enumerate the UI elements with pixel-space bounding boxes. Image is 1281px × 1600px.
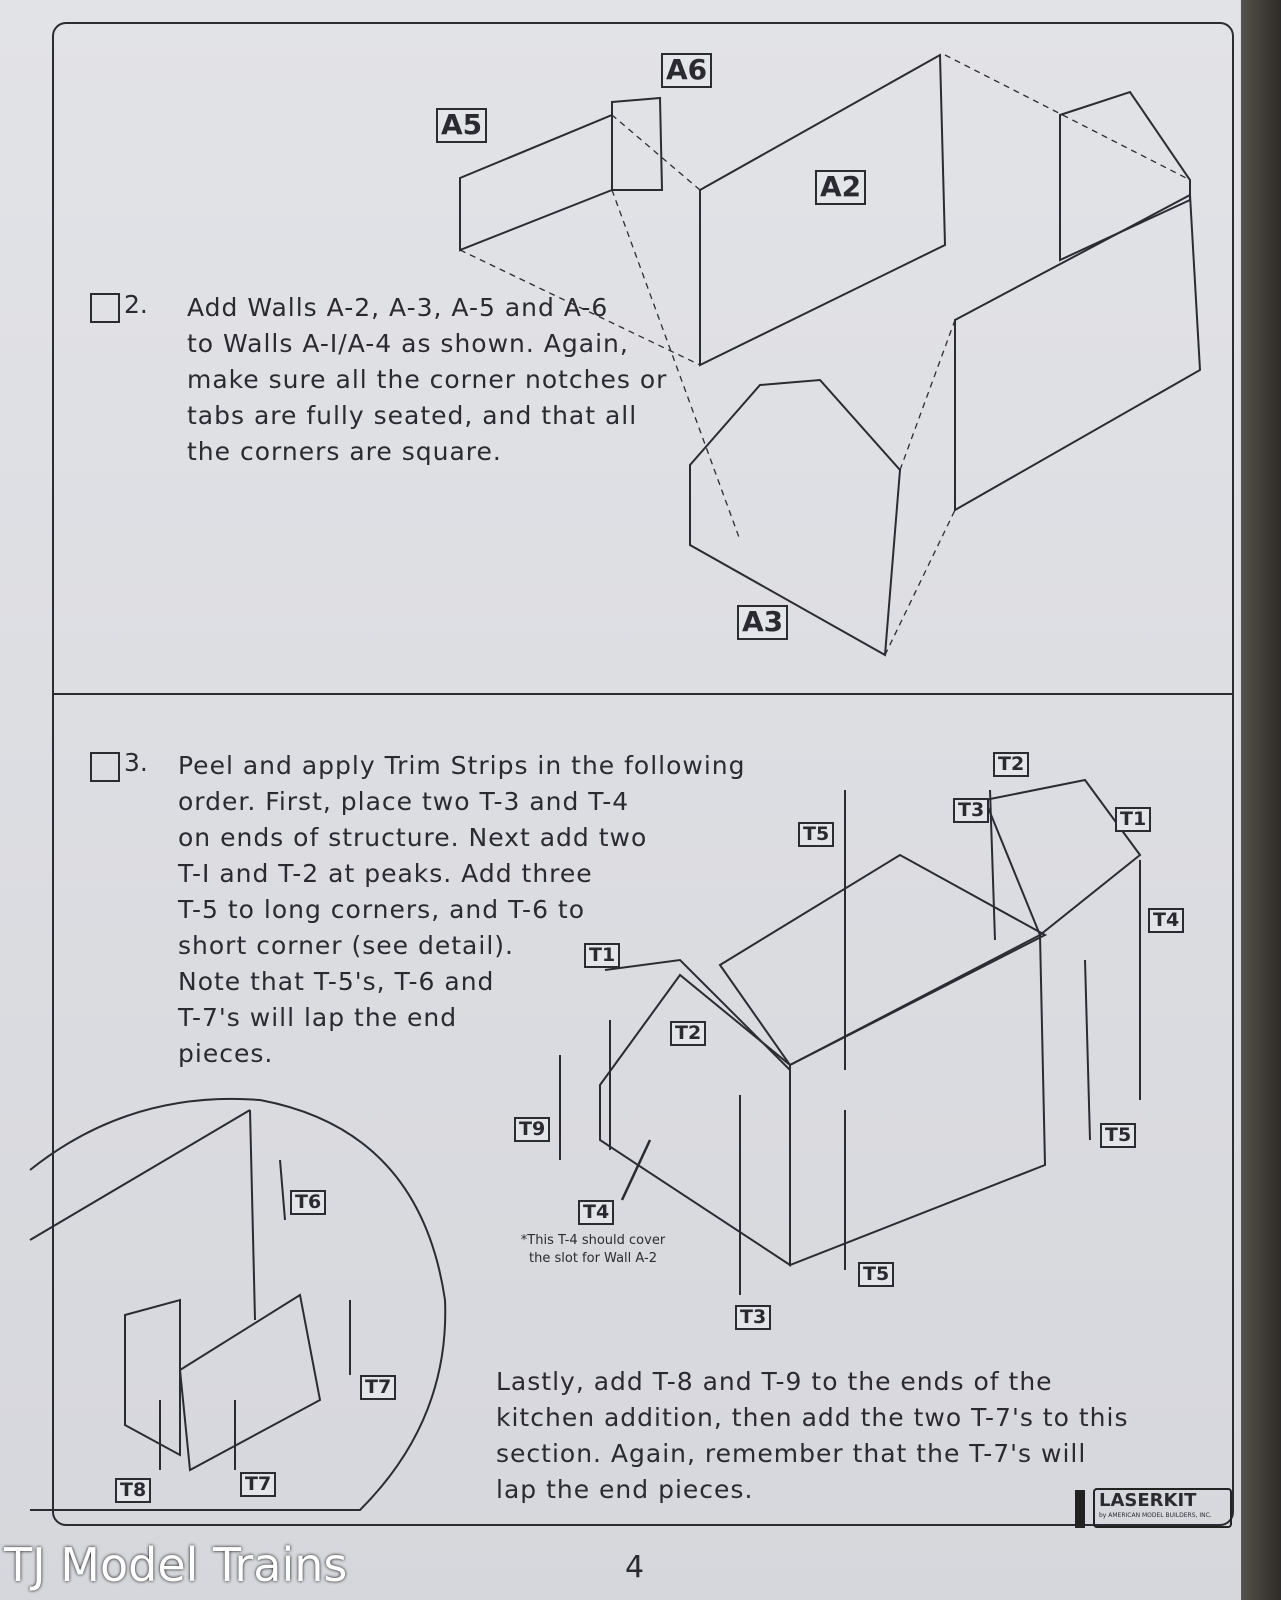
house-far-end — [983, 778, 1142, 937]
label-t7: T7 — [360, 1375, 397, 1400]
text-line: to Walls A-I/A-4 as shown. Again, — [187, 329, 629, 358]
label-t2: T2 — [993, 752, 1030, 777]
logo-subtext: by AMERICAN MODEL BUILDERS, INC. — [1099, 1512, 1212, 1519]
watermark: TJ Model Trains — [4, 1538, 348, 1592]
step3-number: 3. — [124, 748, 148, 777]
text-line: make sure all the corner notches or — [187, 365, 668, 394]
text-line: pieces. — [178, 1039, 274, 1068]
label-t5: T5 — [798, 822, 835, 847]
label-t4: T4 — [1148, 908, 1185, 933]
t4-footnote: *This T-4 should cover the slot for Wall… — [498, 1232, 688, 1268]
instruction-page — [0, 0, 1240, 1600]
laserkit-logo: LASERKIT by AMERICAN MODEL BUILDERS, INC… — [1075, 1482, 1235, 1530]
text-line: on ends of structure. Next add two — [178, 823, 648, 852]
text-line: Add Walls A-2, A-3, A-5 and A-6 — [187, 293, 609, 322]
label-t1: T1 — [1115, 807, 1152, 832]
step3-checkbox[interactable] — [90, 752, 120, 782]
text-line: Lastly, add T-8 and T-9 to the ends of t… — [496, 1367, 1053, 1396]
instruction-frame — [52, 22, 1234, 1526]
logo-text: LASERKIT — [1099, 1490, 1197, 1511]
label-t3: T3 — [735, 1305, 772, 1330]
label-t3: T3 — [953, 798, 990, 823]
house-roof-wall — [718, 853, 1048, 1067]
house-long-wall — [789, 933, 1047, 1267]
text-line: order. First, place two T-3 and T-4 — [178, 787, 630, 816]
label-t9: T9 — [514, 1117, 551, 1142]
label-a5: A5 — [436, 108, 488, 143]
label-t1: T1 — [584, 943, 621, 968]
detail-circle — [29, 1097, 447, 1511]
label-a6: A6 — [661, 53, 713, 88]
text-line: T-7's will lap the end — [178, 1003, 458, 1032]
wall-back — [1059, 90, 1191, 262]
text-line: section. Again, remember that the T-7's … — [496, 1439, 1087, 1468]
step3-lastly-text: Lastly, add T-8 and T-9 to the ends of t… — [496, 1364, 1128, 1508]
text-line: Peel and apply Trim Strips in the follow… — [178, 751, 746, 780]
label-t6: T6 — [290, 1190, 327, 1215]
label-a3: A3 — [737, 605, 789, 640]
step2-checkbox[interactable] — [90, 293, 120, 323]
wall-a2 — [699, 53, 947, 367]
step2-instructions: Add Walls A-2, A-3, A-5 and A-6 to Walls… — [187, 290, 667, 470]
label-a2: A2 — [815, 170, 867, 205]
wall-a6 — [611, 96, 664, 191]
text-line: the corners are square. — [187, 437, 502, 466]
text-line: T-5 to long corners, and T-6 to — [178, 895, 586, 924]
label-t7: T7 — [240, 1472, 277, 1497]
step3-instructions: Peel and apply Trim Strips in the follow… — [178, 748, 746, 1072]
label-t8: T8 — [115, 1478, 152, 1503]
wall-a1-a4 — [954, 193, 1202, 512]
text-line: kitchen addition, then add the two T-7's… — [496, 1403, 1129, 1432]
text-line: tabs are fully seated, and that all — [187, 401, 638, 430]
wall-a3 — [689, 378, 902, 657]
page-number: 4 — [625, 1550, 645, 1585]
house-end-wall — [599, 973, 791, 1267]
page-edge — [1241, 0, 1281, 1600]
label-t2: T2 — [670, 1021, 707, 1046]
text-line: *This T-4 should cover — [520, 1233, 666, 1248]
label-t4: T4 — [578, 1200, 615, 1225]
text-line: T-I and T-2 at peaks. Add three — [178, 859, 593, 888]
text-line: lap the end pieces. — [496, 1475, 754, 1504]
text-line: Note that T-5's, T-6 and — [178, 967, 495, 996]
label-t5: T5 — [1100, 1123, 1137, 1148]
step2-number: 2. — [124, 290, 148, 319]
label-t5: T5 — [858, 1262, 895, 1287]
text-line: the slot for Wall A-2 — [529, 1251, 657, 1266]
text-line: short corner (see detail). — [178, 931, 514, 960]
section-divider — [52, 693, 1232, 695]
